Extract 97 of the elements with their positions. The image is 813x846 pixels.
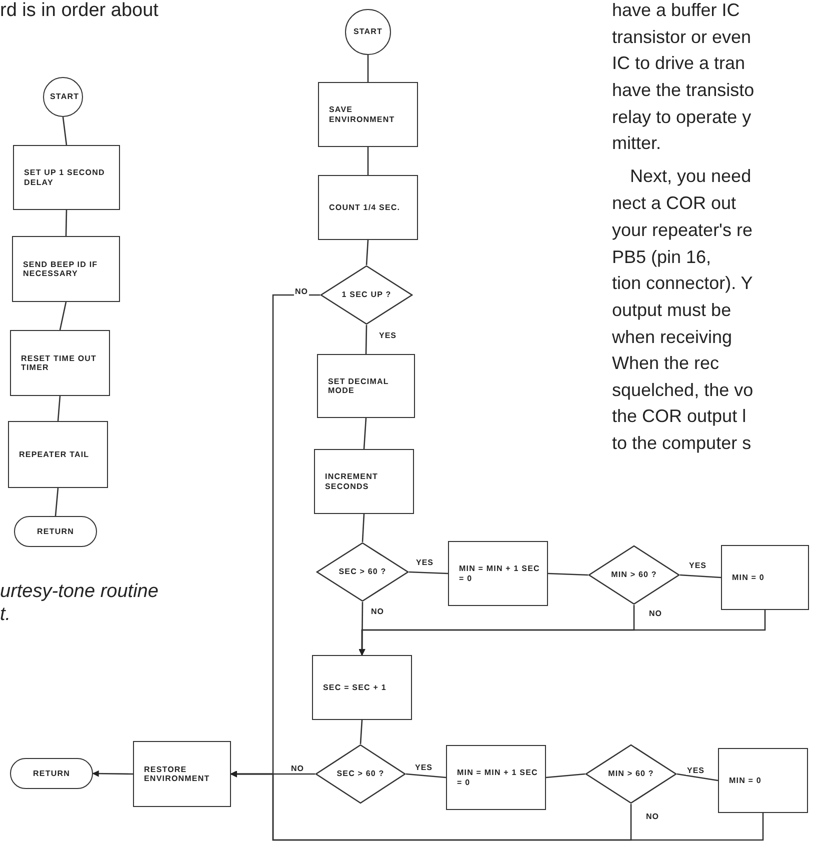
process-box bbox=[314, 449, 414, 514]
connector-line bbox=[363, 418, 367, 450]
body-text-line: to the computer s bbox=[612, 433, 752, 454]
process-box bbox=[448, 541, 548, 606]
process-box bbox=[133, 741, 231, 807]
body-text-line: Next, you need bbox=[630, 166, 752, 187]
node-text: SET DECIMAL MODE bbox=[328, 376, 390, 396]
connector-line bbox=[548, 572, 588, 576]
connector-line bbox=[230, 294, 320, 778]
connector-line bbox=[367, 55, 369, 82]
node-text: COUNT 1/4 SEC. bbox=[329, 202, 400, 212]
node-text: START bbox=[50, 92, 76, 102]
decision-diamond bbox=[588, 545, 680, 605]
decision-diamond bbox=[320, 265, 413, 325]
connector-line bbox=[362, 514, 365, 542]
node-text: MIN > 60 ? bbox=[608, 769, 654, 779]
node-text: MIN = 0 bbox=[732, 572, 764, 582]
start-terminal bbox=[345, 9, 391, 55]
connector-line bbox=[406, 773, 446, 778]
node-text: REPEATER TAIL bbox=[19, 450, 90, 460]
edge-label: NO bbox=[294, 287, 309, 296]
node-text: SEC = SEC + 1 bbox=[323, 682, 386, 692]
edge-label: YES bbox=[378, 331, 398, 340]
process-box bbox=[446, 745, 546, 810]
body-text-line: transistor or even bbox=[612, 27, 752, 48]
body-text-line: relay to operate y bbox=[612, 107, 752, 128]
node-text: RETURN bbox=[33, 768, 70, 778]
node-text: MIN = 0 bbox=[729, 776, 762, 786]
body-text-line: have a buffer IC bbox=[612, 0, 740, 21]
edge-label: YES bbox=[414, 763, 434, 772]
node-text: RETURN bbox=[37, 526, 74, 536]
connector-line bbox=[367, 147, 369, 175]
node-text: 1 SEC UP ? bbox=[342, 290, 392, 300]
edge-label: YES bbox=[688, 561, 708, 570]
node-text: INCREMENT SECONDS bbox=[325, 472, 379, 491]
process-box bbox=[317, 354, 415, 418]
connector-line bbox=[65, 210, 68, 236]
node-text: SEC > 60 ? bbox=[338, 567, 386, 577]
connector-line bbox=[62, 116, 68, 146]
figure-caption: t. bbox=[0, 604, 11, 626]
decision-diamond bbox=[585, 744, 677, 804]
process-box bbox=[312, 655, 412, 720]
node-text: SEND BEEP ID IF NECESSARY bbox=[23, 260, 99, 278]
body-text-line: squelched, the vo bbox=[612, 380, 754, 401]
connector-line bbox=[59, 302, 67, 330]
process-box bbox=[12, 236, 120, 302]
body-text-line: when receiving bbox=[612, 327, 732, 348]
body-text-line: output must be bbox=[612, 300, 732, 321]
process-box bbox=[318, 175, 418, 240]
connector-line bbox=[92, 770, 133, 777]
node-text: SET UP 1 SECOND DELAY bbox=[24, 168, 106, 187]
return-terminal bbox=[14, 516, 97, 547]
body-text-line: have the transisto bbox=[612, 80, 754, 101]
process-box bbox=[721, 545, 809, 610]
connector-line bbox=[57, 396, 61, 422]
start-terminal bbox=[43, 77, 83, 117]
decision-diamond bbox=[316, 542, 409, 602]
connector-line bbox=[546, 773, 586, 778]
edge-label: NO bbox=[370, 607, 385, 616]
process-box bbox=[718, 748, 808, 813]
node-text: RESTORE ENVIRONMENT bbox=[144, 764, 211, 784]
body-text-line: When the rec bbox=[612, 353, 720, 374]
figure-caption: urtesy-tone routine bbox=[0, 581, 158, 603]
node-text: MIN > 60 ? bbox=[611, 570, 657, 580]
decision-diamond bbox=[315, 744, 406, 804]
edge-label: NO bbox=[645, 812, 660, 821]
body-text-line: nect a COR out bbox=[612, 193, 736, 214]
body-text-line: the COR output l bbox=[612, 406, 746, 427]
body-text-line: rd is in order about bbox=[0, 0, 158, 22]
process-box bbox=[318, 82, 418, 147]
connector-line bbox=[360, 720, 363, 744]
connector-line bbox=[358, 610, 766, 656]
connector-line bbox=[680, 574, 722, 578]
edge-label: NO bbox=[290, 764, 305, 773]
node-text: RESET TIME OUT TIMER bbox=[21, 354, 98, 372]
connector-line bbox=[366, 240, 369, 266]
body-text-line: tion connector). Y bbox=[612, 273, 753, 294]
node-text: SEC > 60 ? bbox=[336, 769, 384, 779]
process-box bbox=[10, 330, 110, 396]
edge-label: YES bbox=[415, 558, 435, 567]
connector-line bbox=[676, 773, 718, 782]
body-text-line: PB5 (pin 16, bbox=[612, 247, 712, 268]
connector-line bbox=[365, 324, 368, 354]
body-text-line: your repeater's re bbox=[612, 220, 753, 241]
connector-line bbox=[54, 488, 59, 516]
edge-label: NO bbox=[648, 609, 663, 618]
connector-line bbox=[408, 571, 448, 574]
edge-label: YES bbox=[686, 766, 706, 775]
body-text-line: IC to drive a tran bbox=[612, 53, 746, 74]
node-text: START bbox=[353, 27, 383, 37]
node-text: SAVE ENVIRONMENT bbox=[329, 105, 396, 124]
node-text: MIN = MIN + 1 SEC = 0 bbox=[459, 564, 541, 583]
node-text: MIN = MIN + 1 SEC = 0 bbox=[457, 768, 539, 787]
return-terminal bbox=[10, 758, 93, 789]
process-box bbox=[8, 421, 108, 488]
process-box bbox=[13, 145, 120, 210]
body-text-line: mitter. bbox=[612, 133, 662, 154]
